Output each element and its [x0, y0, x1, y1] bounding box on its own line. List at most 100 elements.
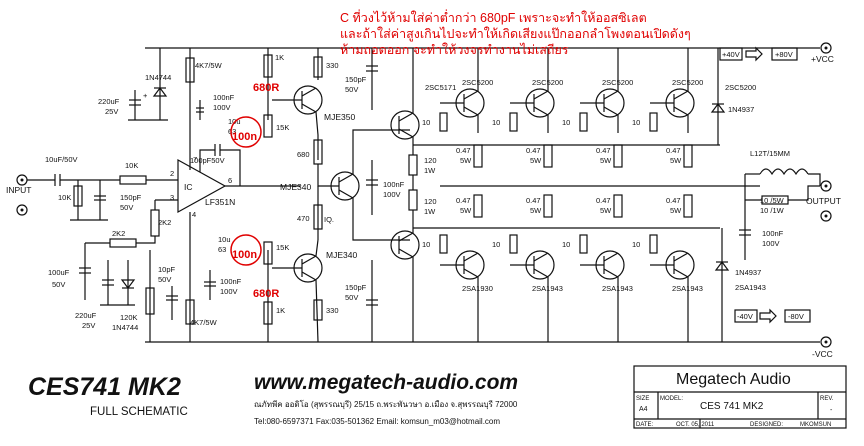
neg-vcc-terminal: -VCC	[812, 336, 833, 359]
c-220-bot-label: 220uF	[75, 311, 97, 320]
pos-80v-label: +80V	[775, 50, 793, 59]
r-10-top-1: 10	[492, 118, 500, 127]
r-5w-top-2: 5W	[600, 156, 612, 165]
r-10-top-0: 10	[422, 118, 430, 127]
r-1k-top-label: 1K	[275, 53, 284, 62]
titleblock-rev: -	[830, 407, 833, 414]
r-1k-bot-label: 1K	[276, 306, 285, 315]
r-10k-shunt-label: 10K	[58, 193, 71, 202]
annotation-line3: ห้ามถอดออก จะทำให้วงจรทำงานไม่เสถียร	[340, 43, 569, 57]
svg-text:+: +	[143, 91, 148, 100]
red-annotation: C ที่วงไว้ห้ามใส่ค่าต่ำกว่า 680pF เพราะจ…	[230, 9, 691, 300]
output-stage: 2SC5171 120 1W 120 1W 2SC5200100.475W2SA…	[390, 48, 766, 342]
r-047-top-2: 0.47	[596, 146, 611, 155]
output-label: OUTPUT	[806, 196, 841, 206]
c-220-bot-v-label: 25V	[82, 321, 95, 330]
r-120b-label: 120	[424, 197, 437, 206]
c-100nf-mid-v-label: 100V	[383, 190, 401, 199]
c-10u-top-label: 10u	[228, 117, 241, 126]
r-047-top-3: 0.47	[666, 146, 681, 155]
r-4k7-top-label: 4K7/5W	[195, 61, 223, 70]
c-100nf-out-v-label: 100V	[762, 239, 780, 248]
r-5w-top-3: 5W	[670, 156, 682, 165]
neg-80v-label: -80V	[788, 312, 804, 321]
titleblock-date-label: DATE:	[636, 422, 654, 428]
pos-vcc-terminal: +VCC	[811, 42, 834, 64]
top-bias: 1N4744 220uF 25V + 4K7/5W 100nF 100V 10u…	[98, 48, 339, 170]
r-1w-label-a: 1W	[424, 166, 436, 175]
input-label: INPUT	[6, 185, 32, 195]
titleblock-date: OCT. 05, 2011	[676, 422, 715, 428]
ic-cap-label: 100pF50V	[190, 156, 225, 165]
branding: CES741 MK2 FULL SCHEMATIC www.megatech-a…	[28, 371, 518, 426]
r-10-bot-2: 10	[562, 240, 570, 249]
c-100nf-bot-label: 100nF	[220, 277, 242, 286]
title-block: Megatech Audio SIZE A4 MODEL: CES 741 MK…	[633, 365, 847, 429]
r-15k-top-label: 15K	[276, 123, 289, 132]
r-047-bot-1: 0.47	[526, 196, 541, 205]
pos-40v-label: +40V	[722, 50, 740, 59]
r-330-bot-label: 330	[326, 306, 339, 315]
ic-pin4: 4	[192, 210, 196, 219]
r-10-5w-label: 10 /5W	[760, 196, 785, 205]
c-150pf-top-label: 150pF	[345, 75, 367, 84]
r-120a-label: 120	[424, 156, 437, 165]
titleblock-model-label: MODEL:	[660, 396, 683, 402]
r-2k2-a-label: 2K2	[158, 218, 171, 227]
c-10u-top-v-label: 63	[228, 127, 236, 136]
r-470-label: 470	[297, 214, 310, 223]
q-2sa1943-edge-label: 2SA1943	[735, 283, 766, 292]
res-680-bottom-label: 680R	[253, 288, 279, 300]
c-150pf-top-v-label: 50V	[345, 85, 358, 94]
r-2k2-b-label: 2K2	[112, 229, 125, 238]
ic-pin7: 7	[193, 155, 197, 164]
c-10u-bot-label: 10u	[218, 235, 231, 244]
inductor-label: L12T/15MM	[750, 149, 790, 158]
zener-top-label: 1N4744	[145, 73, 171, 82]
r-10-bot-0: 10	[422, 240, 430, 249]
r-047-bot-3: 0.47	[666, 196, 681, 205]
ic-label: IC	[184, 182, 193, 192]
ic-pin6: 6	[228, 176, 232, 185]
q-mje340-vbe-label: MJE340	[280, 182, 311, 192]
contact-text: Tel:080-6597371 Fax:035-501362 Email: ko…	[254, 417, 500, 426]
c-150pf-in-v-label: 50V	[120, 203, 133, 212]
website-text: www.megatech-audio.com	[254, 371, 518, 394]
r-047-top-0: 0.47	[456, 146, 471, 155]
r-330-top-label: 330	[326, 61, 339, 70]
titleblock-designer: MKOMSUN	[800, 422, 831, 428]
titleblock-rev-label: REV.	[820, 396, 834, 402]
iq-label: IQ.	[324, 215, 334, 224]
input-stage: INPUT 10uF/50V 10K 10K 150pF 50V	[6, 155, 178, 221]
schematic-subtitle: FULL SCHEMATIC	[90, 406, 188, 418]
c-100uf-v-label: 50V	[52, 280, 65, 289]
r-4k7-bot-label: 4K7/5W	[190, 318, 218, 327]
c-220-top-label: 220uF	[98, 97, 120, 106]
bottom-bias: 15K 1K 10u 63 4K7/5W 100nF 100V 10pF 50V…	[48, 212, 289, 342]
r-10-top-2: 10	[562, 118, 570, 127]
r-5w-top-1: 5W	[530, 156, 542, 165]
r-1w-label-b: 1W	[424, 207, 436, 216]
c-150pf-bot-v-label: 50V	[345, 293, 358, 302]
r-047-top-1: 0.47	[526, 146, 541, 155]
r-5w-bot-2: 5W	[600, 206, 612, 215]
r-047-bot-0: 0.47	[456, 196, 471, 205]
r-120k-label: 120K	[120, 313, 138, 322]
ic-part-label: LF351N	[205, 197, 235, 207]
c-10u-bot-v-label: 63	[218, 245, 226, 254]
neg-40v-label: -40V	[737, 312, 753, 321]
r-5w-bot-1: 5W	[530, 206, 542, 215]
r-10k-series-label: 10K	[125, 161, 138, 170]
r-680-label: 680	[297, 150, 310, 159]
c-in-label: 10uF/50V	[45, 155, 78, 164]
neg-vcc-label: -VCC	[812, 349, 833, 359]
ic-pin3: 3	[170, 193, 174, 202]
c-220-top-v-label: 25V	[105, 107, 118, 116]
address-text: ณภัทพีค ออดิโอ (สุพรรณบุรี) 25/15 ถ.พระพ…	[254, 399, 518, 409]
